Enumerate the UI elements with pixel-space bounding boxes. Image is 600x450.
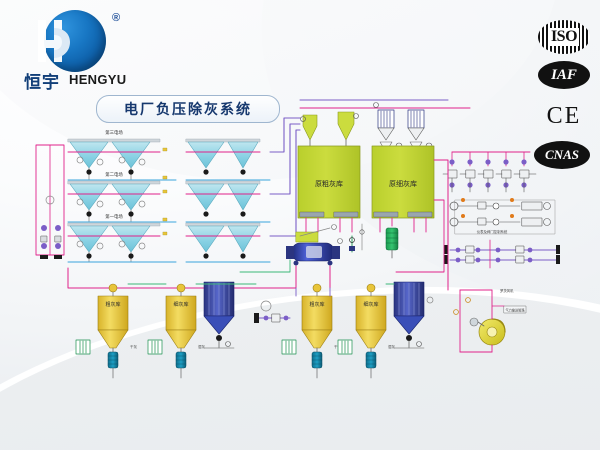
right-side-piping [127, 159, 449, 297]
esp-field-1-label: 第一电场 [105, 213, 123, 220]
cert-cnas: CNAS [534, 140, 590, 170]
cyclone-separator-group [300, 102, 433, 153]
cert-iaf: IAF [538, 60, 590, 90]
storage-silo-4: 细灰库 湿灰 [337, 283, 396, 379]
cnas-ellipse-icon: CNAS [534, 141, 590, 169]
company-name-en: HENGYU [69, 72, 127, 87]
storage-silo-4-label: 细灰库 [363, 301, 378, 308]
cert-ce: CE [538, 100, 590, 132]
cert-cnas-label: CNAS [545, 147, 579, 162]
cert-iso: ISO [538, 20, 590, 54]
esp-field-bank-2 [185, 138, 271, 263]
cert-iaf-label: IAF [551, 66, 577, 83]
iso-globe-icon: ISO [538, 20, 590, 54]
discharge-label-1: 干灰 [130, 344, 138, 349]
vacuum-pump-unit [286, 224, 343, 289]
cert-iso-label: ISO [548, 28, 580, 46]
instrument-panel-upper [442, 151, 537, 193]
company-name-cn: 恒宇 [24, 73, 60, 92]
storage-silo-1: 粗灰库 干灰 [75, 283, 138, 379]
roots-blower: 罗茨风机 气力输送管路 [453, 288, 527, 353]
esp-field-2-label: 第二电场 [105, 171, 123, 178]
instrument-panel-lower [444, 239, 560, 269]
bottom-note: 气力输送管路 [505, 308, 525, 313]
conveying-line-left [254, 300, 291, 323]
blower-label: 罗茨风机 [500, 288, 514, 293]
raw-ash-silo-1: 原粗灰库 [297, 145, 361, 233]
iaf-ellipse-icon: IAF [538, 61, 590, 89]
esp-field-3: 第三电场 [67, 129, 177, 181]
page-title: 电厂负压除灰系统 [96, 95, 280, 123]
esp-field-3-label: 第三电场 [105, 129, 123, 136]
instrument-panel-middle: 仪表及阀门控制系统 [449, 198, 556, 235]
bag-filter-vessel-right [393, 281, 434, 349]
raw-ash-silo-2: 原细灰库 [371, 145, 435, 259]
storage-silo-2-label: 细灰库 [173, 301, 188, 308]
instrument-panel-note: 仪表及阀门控制系统 [477, 229, 508, 234]
left-manifold [35, 144, 65, 259]
fluidizing-bellows [385, 227, 399, 259]
storage-silo-2: 细灰库 湿灰 [147, 283, 206, 379]
discharge-label-4: 湿灰 [388, 344, 396, 349]
storage-silo-3: 粗灰库 干灰 [281, 283, 342, 379]
page-title-text: 电厂负压除灰系统 [124, 103, 252, 118]
company-logo: ® 恒宇 HENGYU [24, 10, 144, 92]
ce-mark-icon: CE [546, 102, 582, 129]
registered-mark: ® [112, 12, 121, 24]
logo-h-glyph-icon [38, 20, 70, 62]
discharge-label-2: 湿灰 [198, 344, 206, 349]
esp-field-group: 第三电场 第二电场 [67, 129, 271, 263]
esp-field-2: 第二电场 [67, 171, 177, 223]
raw-ash-silo-1-label: 原粗灰库 [315, 179, 343, 188]
raw-ash-silo-2-label: 原细灰库 [389, 179, 417, 188]
storage-silo-3-label: 粗灰库 [309, 301, 324, 308]
center-valve-bank [349, 223, 365, 253]
storage-silo-1-label-c1: 粗灰库 [105, 301, 120, 308]
bag-filter-vessel-left [203, 281, 235, 349]
esp-field-1: 第一电场 [67, 213, 177, 263]
